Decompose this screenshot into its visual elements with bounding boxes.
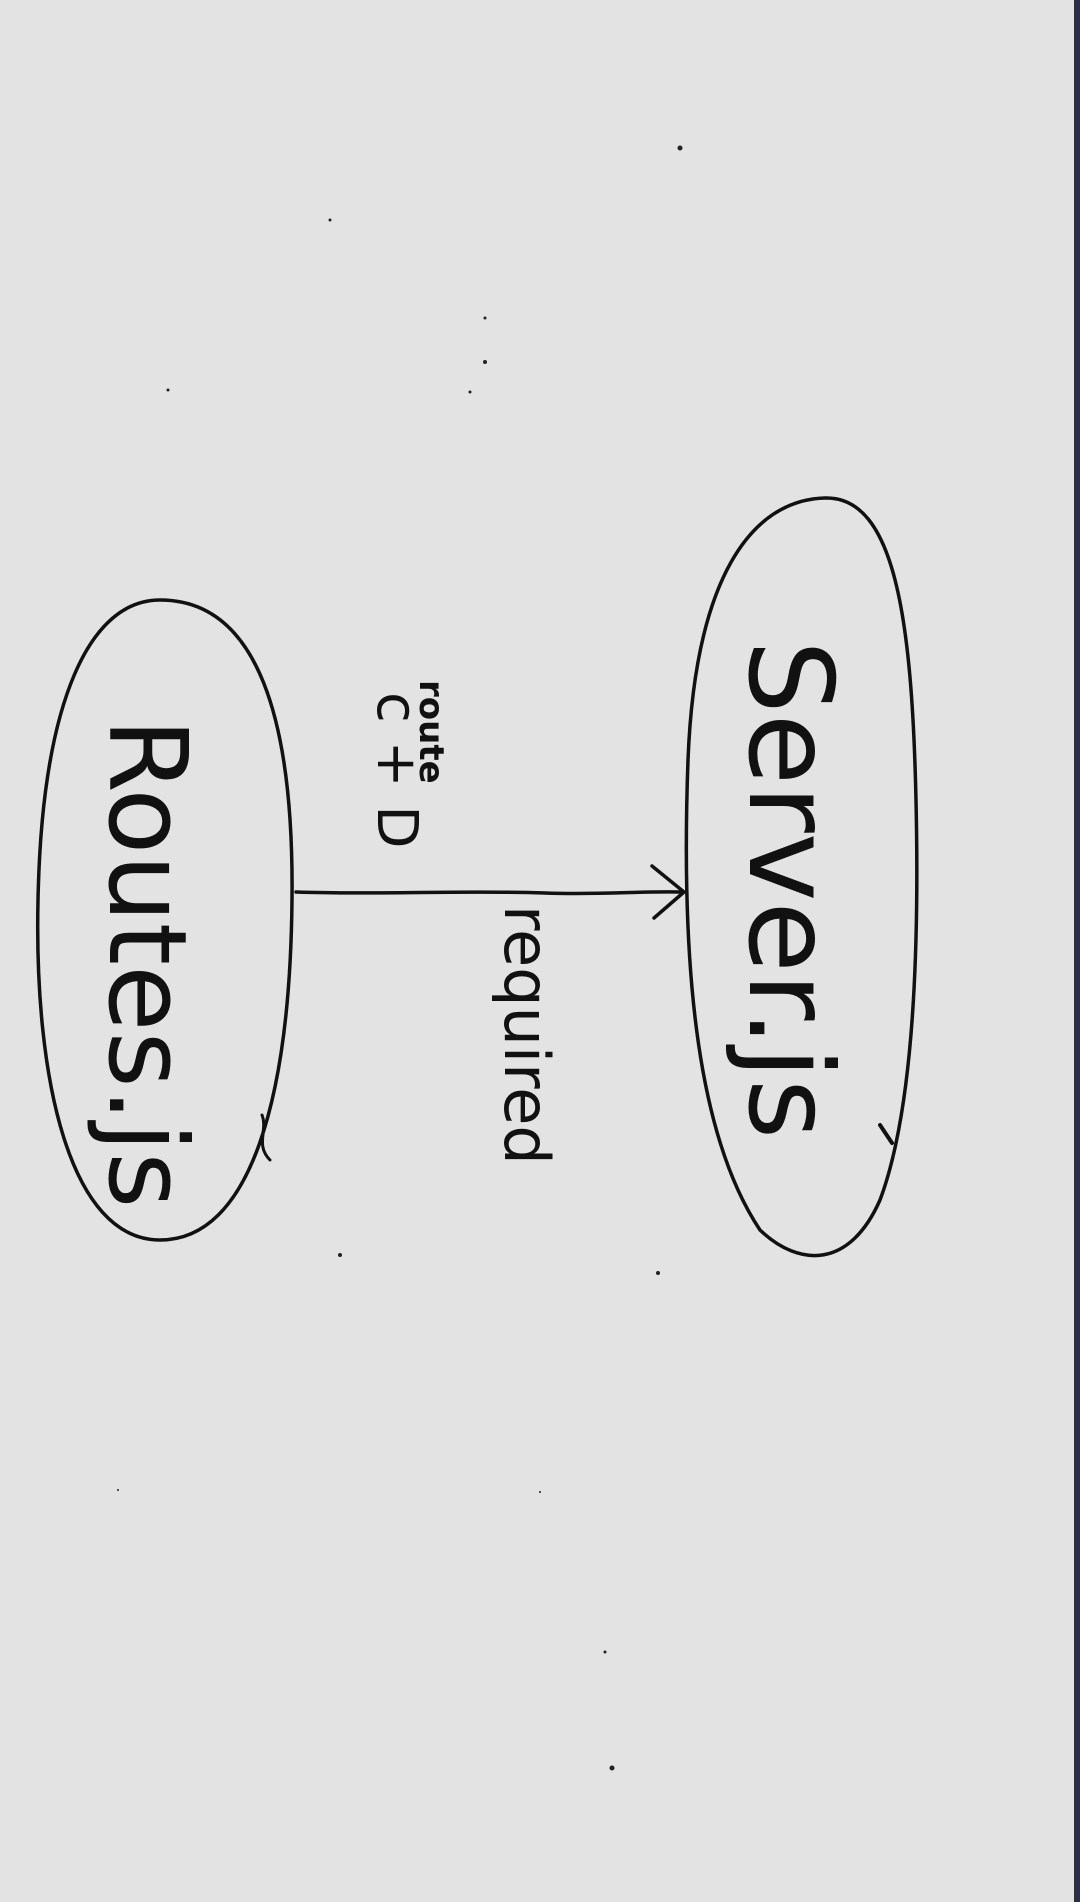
edge-arrowhead (650, 864, 686, 920)
edge-line (294, 890, 682, 896)
server-label: Server.js (722, 640, 857, 1139)
node-routes: Routes.js (35, 598, 294, 1242)
routes-ellipse (35, 598, 294, 1242)
edge-label-required: required (490, 905, 563, 1165)
edge-routes-to-server: route c + D required (294, 680, 686, 1165)
routes-ellipse-tail (260, 1113, 272, 1162)
paper-specks (117, 145, 683, 1771)
edge-label-route: route (411, 680, 451, 784)
paper-edge (1074, 0, 1080, 1902)
server-ellipse-tail (878, 1123, 894, 1145)
routes-label: Routes.js (84, 718, 209, 1208)
node-server: Server.js (684, 496, 919, 1258)
edge-label-cd: c + D (364, 692, 429, 848)
server-ellipse (684, 496, 919, 1258)
